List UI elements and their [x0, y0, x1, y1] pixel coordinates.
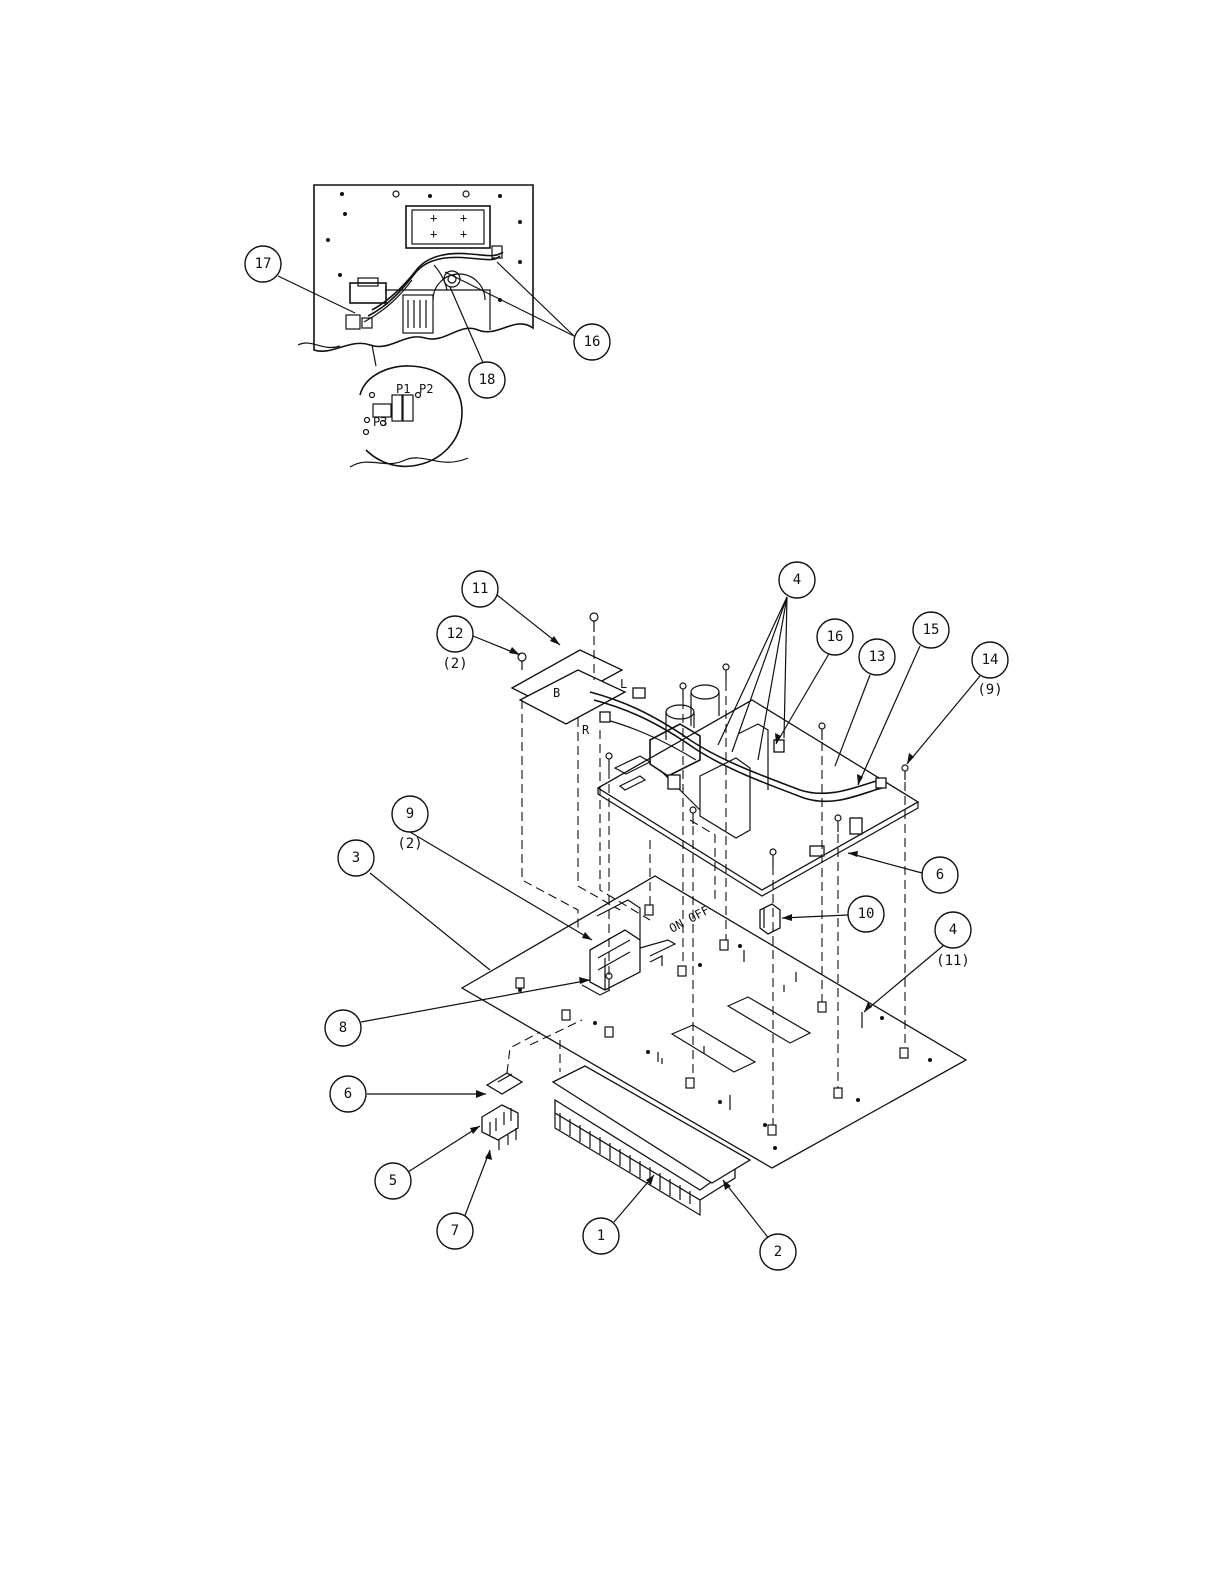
svg-text:2: 2 — [774, 1244, 782, 1260]
callout-5: 5 — [375, 1163, 411, 1199]
svg-text:4: 4 — [949, 922, 957, 938]
qty-14: (9) — [977, 682, 1002, 698]
svg-text:8: 8 — [339, 1020, 347, 1036]
callout-14: 14 — [972, 642, 1008, 678]
svg-text:1: 1 — [597, 1228, 605, 1244]
qty-12: (2) — [442, 656, 467, 672]
main-exploded-view: ON OFF B R L — [325, 562, 1008, 1270]
svg-text:+: + — [460, 227, 467, 241]
callout-12: 12 — [437, 616, 473, 652]
callout-6-right: 6 — [922, 857, 958, 893]
svg-text:13: 13 — [869, 649, 886, 665]
callout-9: 9 — [392, 796, 428, 832]
inset-detail: + + + + — [245, 185, 610, 467]
board-label-p3: P3 — [373, 415, 387, 429]
svg-text:7: 7 — [451, 1223, 459, 1239]
svg-text:18: 18 — [479, 372, 496, 388]
callout-17: 17 — [245, 246, 281, 282]
board-text-l: L — [620, 677, 627, 691]
callout-1: 1 — [583, 1218, 619, 1254]
svg-text:5: 5 — [389, 1173, 397, 1189]
callout-16-main: 16 — [817, 619, 853, 655]
svg-text:+: + — [430, 227, 437, 241]
svg-text:10: 10 — [858, 906, 875, 922]
svg-text:14: 14 — [982, 652, 999, 668]
callout-4-right: 4 — [935, 912, 971, 948]
svg-text:+: + — [460, 211, 467, 225]
callout-4-top: 4 — [779, 562, 815, 598]
qty-4: (11) — [936, 953, 970, 969]
board-label-p1: P1 — [396, 382, 410, 396]
callout-13: 13 — [859, 639, 895, 675]
board-text-r: R — [582, 723, 590, 737]
svg-text:11: 11 — [472, 581, 489, 597]
svg-text:12: 12 — [447, 626, 464, 642]
svg-text:6: 6 — [936, 867, 944, 883]
svg-text:16: 16 — [827, 629, 844, 645]
svg-text:16: 16 — [584, 334, 601, 350]
callout-7: 7 — [437, 1213, 473, 1249]
callout-15: 15 — [913, 612, 949, 648]
svg-text:17: 17 — [255, 256, 272, 272]
callout-6-left: 6 — [330, 1076, 366, 1112]
svg-text:3: 3 — [352, 850, 360, 866]
callout-18: 18 — [469, 362, 505, 398]
svg-text:15: 15 — [923, 622, 940, 638]
board-label-p2: P2 — [419, 382, 433, 396]
callout-10: 10 — [848, 896, 884, 932]
callout-11: 11 — [462, 571, 498, 607]
callout-3: 3 — [338, 840, 374, 876]
callout-16-inset: 16 — [574, 324, 610, 360]
qty-9: (2) — [397, 836, 422, 852]
callout-2: 2 — [760, 1234, 796, 1270]
svg-text:9: 9 — [406, 806, 414, 822]
board-text-b: B — [553, 686, 560, 700]
svg-text:+: + — [430, 211, 437, 225]
callout-8: 8 — [325, 1010, 361, 1046]
svg-text:6: 6 — [344, 1086, 352, 1102]
svg-text:4: 4 — [793, 572, 801, 588]
